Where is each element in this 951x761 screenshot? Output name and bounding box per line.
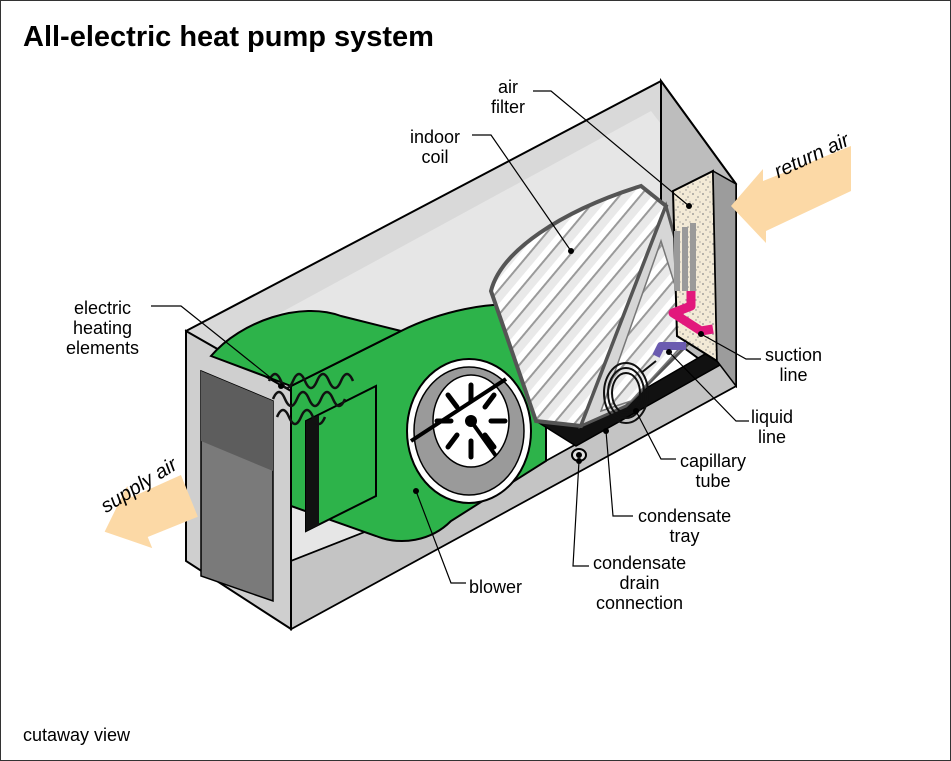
leader-arrowheads xyxy=(278,203,704,494)
label-suction-line: suction line xyxy=(765,345,823,385)
capillary-tube-coil xyxy=(603,362,649,424)
label-electric-heating-elements: electric heating elements xyxy=(66,298,140,358)
label-condensate-drain-connection: condensate drain connection xyxy=(593,553,687,613)
liquid-line-pipe xyxy=(652,342,686,358)
caption-cutaway-view: cutaway view xyxy=(23,725,131,745)
label-air-filter: air filter xyxy=(491,77,526,117)
return-air-arrow xyxy=(731,146,851,243)
refrigerant-lines xyxy=(603,223,714,424)
leader-lines xyxy=(151,90,761,584)
heating-element-coils xyxy=(267,372,355,426)
label-indoor-coil: indoor coil xyxy=(410,127,461,167)
label-capillary-tube: capillary tube xyxy=(680,451,747,491)
suction-line-pipe xyxy=(668,291,714,336)
supply-opening xyxy=(185,329,292,631)
diagram-title: All-electric heat pump system xyxy=(23,21,434,53)
label-condensate-tray: condensate tray xyxy=(638,506,732,546)
blower-wheel xyxy=(406,358,532,504)
label-liquid-line: liquid line xyxy=(751,407,794,447)
supply-air-arrow xyxy=(104,475,198,549)
condensate-drain-fitting xyxy=(571,448,587,462)
label-blower: blower xyxy=(469,577,523,597)
